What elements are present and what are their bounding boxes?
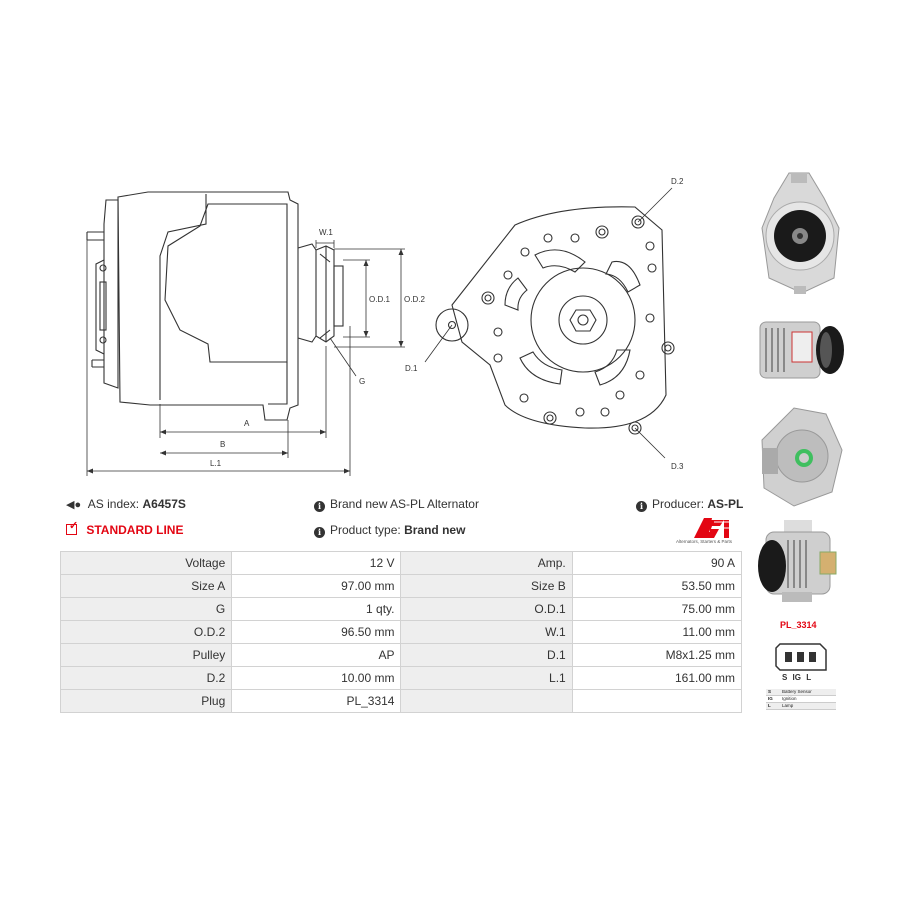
spec-label: Plug	[59, 689, 233, 713]
plug-pins: S IG L	[782, 673, 812, 682]
label-g: G	[359, 377, 365, 386]
spec-label: D.2	[59, 666, 233, 690]
spec-label: Pulley	[59, 643, 233, 667]
logo-tagline: Alternators, Starters & Parts	[676, 539, 733, 544]
spec-value: 97.00 mm	[231, 574, 402, 598]
producer-value: AS-PL	[707, 497, 744, 511]
thumbnail-plug-side[interactable]	[754, 516, 846, 608]
spec-value: 53.50 mm	[571, 574, 743, 598]
spec-value: 11.00 mm	[571, 620, 743, 644]
spec-label: O.D.1	[400, 597, 573, 621]
spec-value: 96.50 mm	[231, 620, 402, 644]
thumbnail-side[interactable]	[754, 308, 846, 392]
as-pl-logo: Alternators, Starters & Parts	[676, 516, 744, 546]
spec-label: L.1	[400, 666, 573, 690]
tag-icon: ◀●	[66, 499, 82, 511]
plug-connector-icon	[775, 643, 827, 671]
plug-code: PL_3314	[780, 620, 817, 630]
label-d3: D.3	[671, 462, 684, 471]
legend-desc: Lamp	[782, 703, 794, 708]
spec-label: Size A	[59, 574, 233, 598]
label-l1: L.1	[210, 459, 222, 468]
standard-line-label: STANDARD LINE	[86, 523, 184, 537]
label-od2: O.D.2	[404, 295, 425, 304]
legend-row: S Battery Sensor	[766, 689, 836, 696]
spec-value: 12 V	[231, 551, 402, 575]
spec-value: 10.00 mm	[231, 666, 402, 690]
info-icon: i	[314, 501, 325, 512]
label-w1: W.1	[319, 228, 333, 237]
info-icon: i	[314, 527, 325, 538]
legend-desc: Ignition	[782, 696, 797, 701]
dimension-lines	[86, 240, 405, 476]
spec-label: Size B	[400, 574, 573, 598]
spec-value: 1 qty.	[231, 597, 402, 621]
info-icon: i	[636, 501, 647, 512]
spec-value: 161.00 mm	[571, 666, 743, 690]
as-index-label: AS index:	[87, 497, 140, 511]
spec-value: PL_3314	[231, 689, 402, 713]
spec-label: Voltage	[59, 551, 233, 575]
label-od1: O.D.1	[369, 295, 390, 304]
label-d1: D.1	[405, 364, 418, 373]
product-type-value: Brand new	[404, 523, 466, 537]
thumbnail-front[interactable]	[754, 168, 846, 298]
technical-drawing: W.1 O.D.1 O.D.2 G A B L.1	[86, 177, 684, 476]
spec-label: D.1	[400, 643, 573, 667]
spec-label	[400, 689, 573, 713]
as-logo-mark	[694, 518, 744, 538]
legend-row: L Lamp	[766, 703, 836, 710]
side-view	[86, 191, 344, 421]
thumbnail-rear[interactable]	[754, 400, 846, 512]
spec-label: W.1	[400, 620, 573, 644]
spec-label: O.D.2	[59, 620, 233, 644]
spec-value	[571, 689, 743, 713]
legend-key: IG	[768, 696, 773, 701]
spec-value: 75.00 mm	[571, 597, 743, 621]
spec-value: M8x1.25 mm	[571, 643, 743, 667]
standard-line: ✓ STANDARD LINE	[66, 521, 184, 537]
as-index: ◀● AS index: A6457S	[66, 497, 186, 511]
spec-label: G	[59, 597, 233, 621]
label-d2: D.2	[671, 177, 684, 186]
dimension-arrows	[87, 249, 404, 474]
spec-label: Amp.	[400, 551, 573, 575]
plug-connector	[772, 640, 832, 679]
legend-row: IG Ignition	[766, 696, 836, 703]
label-a: A	[244, 419, 250, 428]
spec-value: AP	[231, 643, 402, 667]
checkbox-icon: ✓	[66, 521, 78, 535]
legend-desc: Battery Sensor	[782, 689, 812, 694]
label-b: B	[220, 440, 225, 449]
legend-key: S	[768, 689, 772, 694]
front-view	[435, 206, 675, 435]
legend-key: L	[768, 703, 771, 708]
as-index-value: A6457S	[142, 497, 186, 511]
spec-value: 90 A	[571, 551, 743, 575]
